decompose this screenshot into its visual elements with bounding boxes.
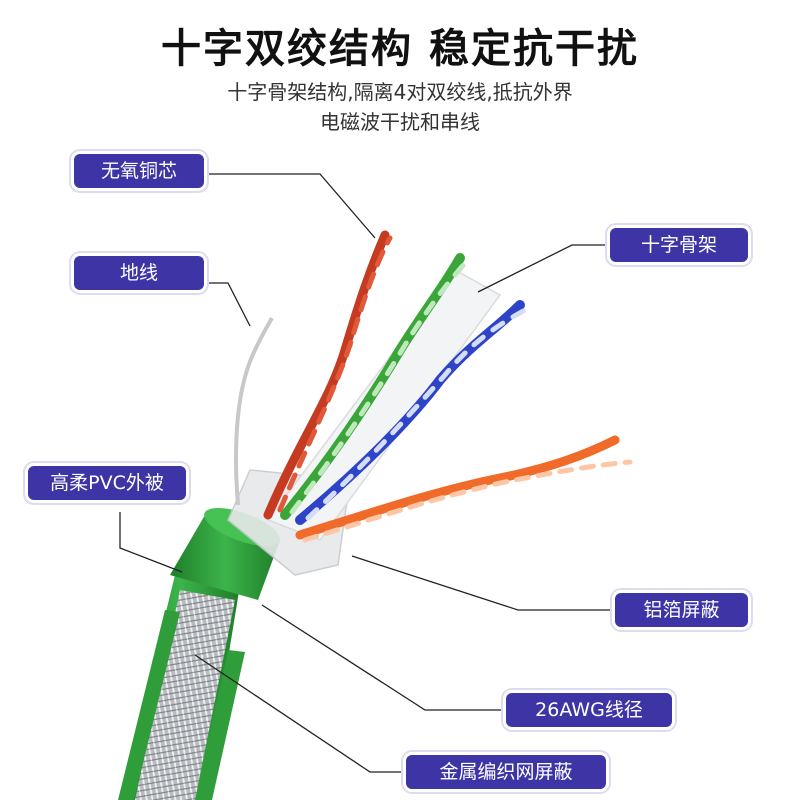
- callout-copper: [205, 173, 376, 239]
- jacket-cut-left: [118, 610, 180, 800]
- label-foil-shield: 铝箔屏蔽: [615, 593, 748, 627]
- page-subtitle-line1: 十字骨架结构,隔离4对双绞线,抵抗外界: [227, 80, 573, 104]
- page-subtitle-line2: 电磁波干扰和串线: [320, 110, 480, 134]
- pair-red-b: [277, 235, 393, 513]
- braided-shield: [135, 590, 235, 800]
- callout-braid: [194, 654, 405, 773]
- pair-orange-a: [295, 435, 620, 540]
- label-copper-core: 无氧铜芯: [74, 154, 204, 188]
- callout-lines: [119, 173, 613, 773]
- pair-orange-b: [302, 459, 633, 543]
- label-pvc-jacket: 高柔PVC外被: [28, 466, 186, 500]
- label-awg: 26AWG线径: [506, 693, 672, 727]
- label-cross-frame: 十字骨架: [610, 228, 748, 262]
- page-title: 十字双绞结构 稳定抗干扰: [161, 26, 639, 72]
- callout-pvc: [119, 512, 183, 573]
- callout-awg: [261, 604, 505, 711]
- jacket-cut-right: [196, 650, 245, 800]
- label-braid-shield: 金属编织网屏蔽: [406, 755, 606, 789]
- ground-wire: [233, 317, 274, 506]
- pair-green-b: [289, 259, 469, 515]
- callout-foil: [351, 555, 613, 611]
- pair-red-a: [263, 230, 390, 520]
- callout-frame: [477, 244, 608, 293]
- callout-ground: [205, 282, 251, 327]
- label-ground-wire: 地线: [74, 256, 204, 290]
- pair-blue-b: [305, 307, 528, 521]
